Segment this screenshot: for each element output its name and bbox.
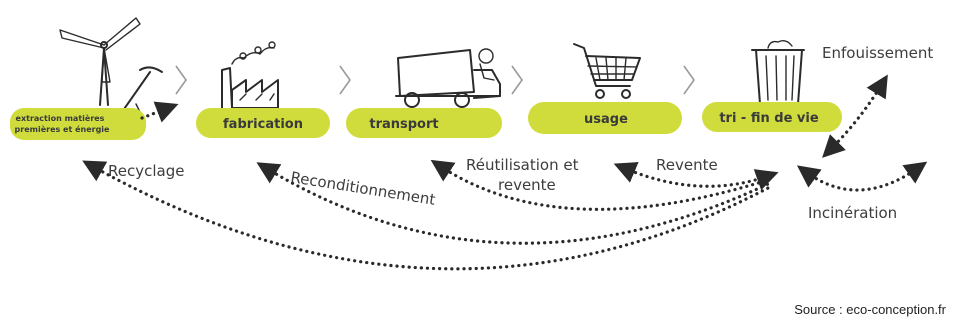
source-caption: Source : eco-conception.fr xyxy=(794,302,946,317)
chevron-right-icon xyxy=(683,65,695,95)
stage-transport: transport xyxy=(346,108,502,138)
reconditionnement-arrow xyxy=(256,162,770,245)
chevron-right-icon xyxy=(175,65,187,95)
stage-usage: usage xyxy=(528,102,682,134)
wind-turbine-pickaxe-icon xyxy=(59,17,163,113)
recyclage-arrow xyxy=(82,160,770,271)
label-incineration: Incinération xyxy=(808,204,897,222)
stage-extraction: extraction matières premières et énergie xyxy=(10,108,146,140)
chevron-right-icon xyxy=(511,65,523,95)
label-reconditionnement: Reconditionnement xyxy=(289,168,436,209)
label-reutilisation-line1: Réutilisation et xyxy=(466,156,579,174)
stage-fin-de-vie: tri - fin de vie xyxy=(702,102,842,132)
chevron-right-icon xyxy=(339,65,351,95)
label-enfouissement: Enfouissement xyxy=(822,44,933,62)
stage-extraction-label-line2: premières et énergie xyxy=(15,124,111,134)
extraction-dotted-arrow xyxy=(140,101,179,123)
factory-icon xyxy=(221,41,279,109)
reutilisation-arrow xyxy=(430,159,770,211)
truck-icon xyxy=(395,48,501,108)
label-revente: Revente xyxy=(656,156,718,174)
label-recyclage: Recyclage xyxy=(108,162,184,180)
stage-fabrication: fabrication xyxy=(196,108,330,138)
revente-arrow xyxy=(613,162,779,191)
shopping-cart-icon xyxy=(573,43,641,99)
incineration-arrow xyxy=(796,161,928,192)
stage-transport-label: transport xyxy=(369,117,438,132)
label-reutilisation-line2: revente xyxy=(498,176,556,194)
stage-fin-de-vie-label: tri - fin de vie xyxy=(719,111,819,126)
trash-bin-icon xyxy=(751,39,805,105)
enfouissement-arrow xyxy=(822,74,888,158)
stage-extraction-label-line1: extraction matières xyxy=(16,113,105,123)
stage-fabrication-label: fabrication xyxy=(223,117,303,132)
stage-usage-label: usage xyxy=(584,112,628,127)
